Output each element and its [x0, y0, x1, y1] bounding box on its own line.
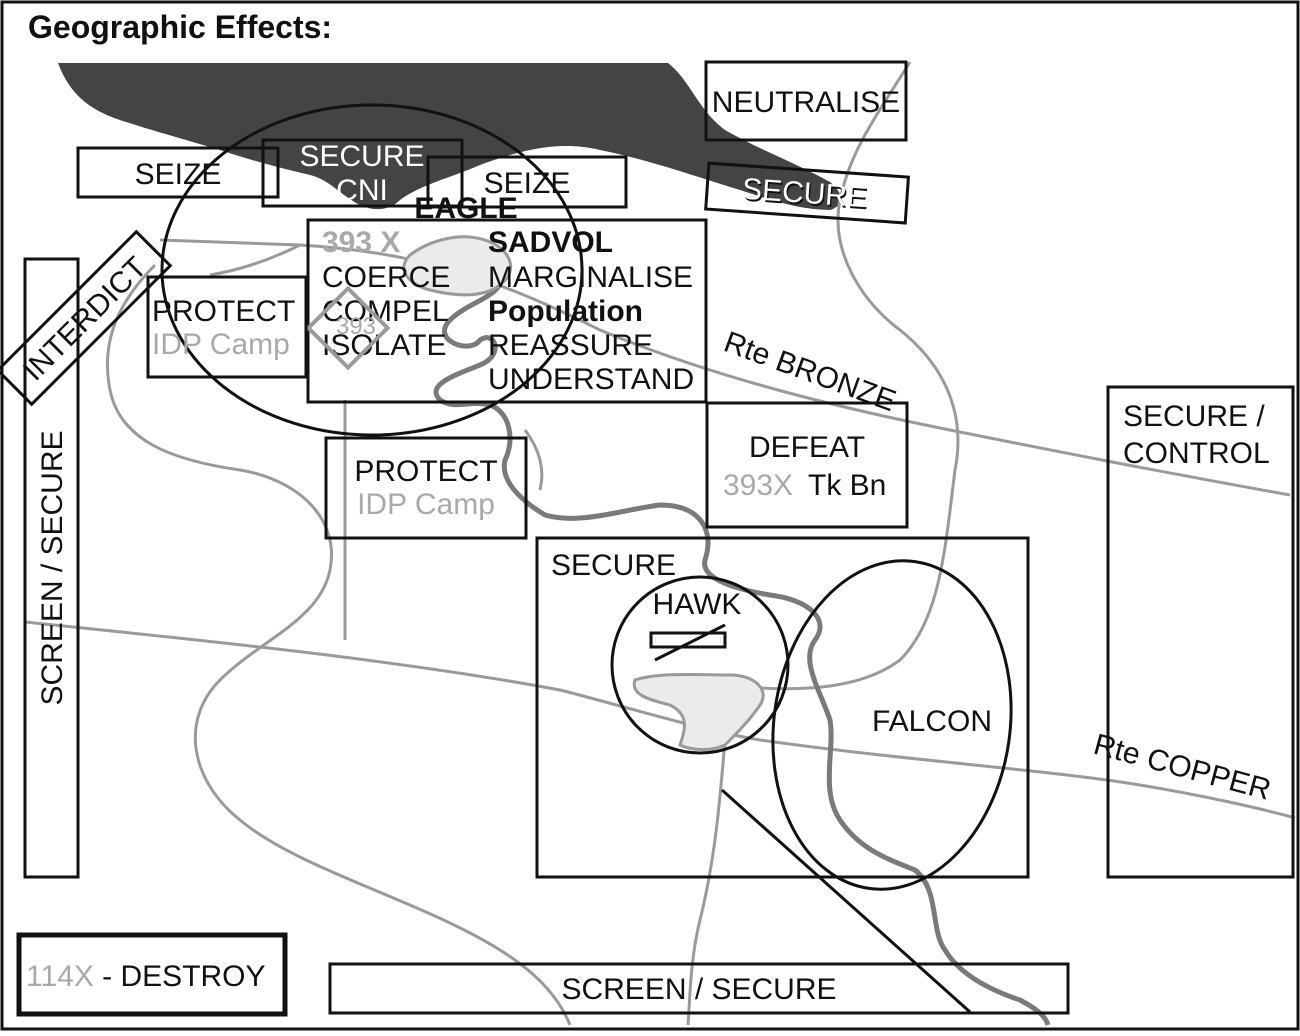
- seize-task-box-1: [76, 146, 280, 199]
- enemy-unit-label: 393 X: [322, 226, 400, 259]
- destroy-task-box: [16, 932, 288, 1017]
- road-east-north: [759, 61, 960, 691]
- urban-area-hawk: [632, 672, 765, 751]
- seize-task-box-2: [426, 155, 628, 209]
- hawk-area-label: HAWK: [653, 588, 742, 621]
- route-copper-label: Rte COPPER: [1090, 728, 1274, 807]
- secure-top-box: [704, 161, 911, 225]
- unit-symbol-icon: [649, 623, 727, 662]
- secure-cni-label-line2: CNI: [336, 174, 388, 207]
- road-south: [686, 739, 727, 1026]
- seize-label-1: SEIZE: [135, 158, 222, 191]
- secure-hawk-label: SECURE: [551, 549, 676, 582]
- road-north-spur: [209, 243, 301, 277]
- screen-secure-left-label: SCREEN / SECURE: [36, 430, 69, 705]
- river: [429, 238, 1051, 1026]
- interdict-label: INTERDICT: [17, 251, 153, 387]
- page-title: Geographic Effects:: [28, 9, 332, 45]
- enemy-unit-diamond-icon: [305, 285, 391, 371]
- protect-sub-label-1: IDP Camp: [152, 328, 290, 361]
- secure-cni-label-line1: SECURE: [299, 140, 424, 173]
- eagle-area-ellipse: [160, 103, 584, 437]
- population-heading: Population: [488, 295, 643, 328]
- protect-label-2: PROTECT: [354, 455, 497, 488]
- falcon-area-label: FALCON: [872, 705, 992, 738]
- destroy-task-label: - DESTROY: [94, 960, 266, 993]
- enemy-action-isolate: ISOLATE: [322, 329, 446, 362]
- defeat-unit-label: 393X: [723, 469, 793, 502]
- eagle-effects-box: [306, 218, 708, 404]
- protect-label-1: PROTECT: [152, 295, 295, 328]
- secure-hawk-task-box: [535, 536, 1030, 879]
- enemy-unit-symbol-label: 393: [336, 313, 376, 340]
- enemy-action-compel: COMPEL: [322, 295, 449, 328]
- population-action-reassure: REASSURE: [488, 329, 653, 362]
- hawk-area-circle: [610, 575, 790, 755]
- protect-sub-label-2: IDP Camp: [357, 488, 495, 521]
- destroy-unit-label: 114X: [26, 960, 94, 993]
- screen-secure-bottom-label: SCREEN / SECURE: [561, 973, 836, 1006]
- route-copper-road: [24, 620, 1296, 820]
- population-action-understand: UNDERSTAND: [488, 363, 694, 396]
- secure-control-label-line2: CONTROL: [1123, 437, 1270, 470]
- secure-cni-task-box: [261, 138, 464, 208]
- dark-terrain: [58, 63, 842, 210]
- screen-secure-bottom-box: [328, 962, 1070, 1015]
- secure-control-label-line1: SECURE /: [1123, 400, 1265, 433]
- defeat-target-label: Tk Bn: [808, 469, 886, 502]
- defeat-label: DEFEAT: [749, 431, 865, 464]
- boundary-line: [720, 788, 972, 1014]
- destroy-task-text: 114X - DESTROY: [26, 960, 266, 993]
- interdict-box: [0, 229, 173, 407]
- defeat-task-box: [705, 401, 909, 529]
- urban-area-eagle: [402, 235, 513, 297]
- protect-task-box-1: [146, 275, 308, 379]
- falcon-area-ellipse: [771, 559, 1013, 891]
- enemy-action-coerce: COERCE: [322, 261, 450, 294]
- road-west-loop: [105, 263, 572, 1026]
- seize-label-2: SEIZE: [484, 167, 571, 200]
- neutralise-label: NEUTRALISE: [712, 86, 900, 119]
- screen-secure-left-box: [23, 257, 80, 879]
- road-secure-spur: [523, 429, 544, 491]
- sadvol-action-marginalise: MARGINALISE: [488, 261, 693, 294]
- sadvol-heading: SADVOL: [488, 226, 613, 259]
- secure-control-task-box: [1106, 385, 1295, 879]
- neutralise-task-box: [704, 60, 908, 142]
- protect-task-box-2: [324, 436, 528, 540]
